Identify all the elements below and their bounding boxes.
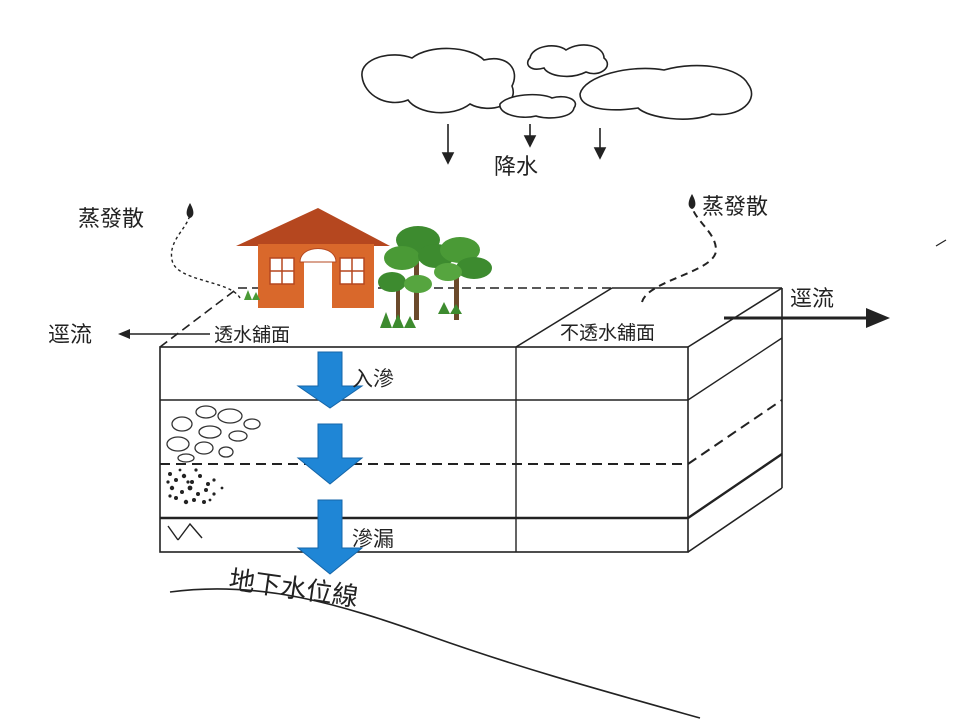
fine-gravel-layer	[166, 468, 224, 505]
evaporation-left-path	[170, 213, 241, 299]
runoff-left-label: 逕流	[48, 323, 92, 348]
edge-mark	[935, 239, 947, 247]
arrowhead-icon	[118, 329, 130, 339]
evaporation-right-label: 蒸發散	[702, 195, 768, 220]
cloud-icon	[361, 44, 753, 120]
gravel-layer	[166, 405, 261, 463]
groundwater-curve	[169, 588, 701, 719]
subsoil-marks	[167, 522, 203, 541]
tree-icon	[244, 226, 492, 328]
evaporation-right-path	[641, 205, 718, 303]
droplet-icon	[186, 203, 194, 218]
groundwater-line-label: 地下水位線	[227, 565, 360, 613]
infiltration-arrows	[296, 351, 364, 575]
precipitation-label: 降水	[494, 155, 538, 180]
evaporation-left-label: 蒸發散	[78, 207, 144, 232]
arrowhead-icon	[866, 308, 890, 328]
permeable-pavement-label: 透水舖面	[214, 324, 290, 346]
runoff-right-label: 逕流	[790, 287, 834, 312]
precipitation-arrows	[441, 124, 607, 165]
house-icon	[236, 208, 390, 308]
infiltration-label: 入滲	[352, 367, 394, 391]
percolation-label: 滲漏	[352, 527, 394, 551]
impermeable-pavement-label: 不透水舖面	[560, 322, 655, 344]
droplet-icon	[688, 194, 696, 209]
